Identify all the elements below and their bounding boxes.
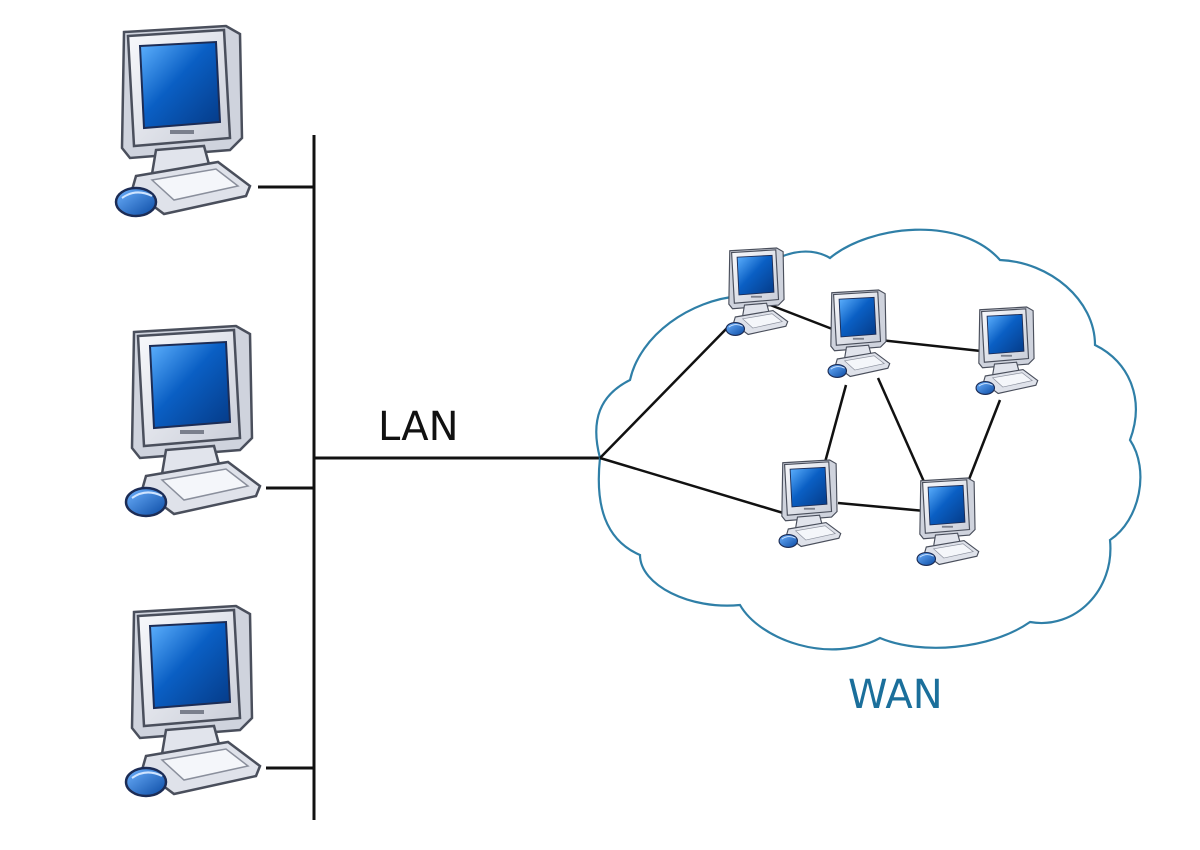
wan-label: WAN — [848, 672, 943, 718]
wan-node-2 — [827, 289, 891, 378]
wan-link — [837, 501, 926, 513]
desktop-computer-icon — [827, 289, 891, 378]
desktop-computer-icon — [778, 459, 842, 548]
wan-node-4 — [778, 459, 842, 548]
lan-computer-3 — [124, 604, 262, 798]
wan-link — [879, 338, 991, 354]
desktop-computer-icon — [916, 477, 980, 566]
desktop-computer-icon — [725, 247, 789, 336]
lan-computer-2 — [124, 324, 262, 518]
wan-entry-link-lower — [599, 456, 791, 517]
wan-link — [876, 377, 927, 485]
desktop-computer-icon — [114, 24, 252, 218]
desktop-computer-icon — [975, 306, 1039, 395]
wan-entry-link-upper — [599, 324, 731, 459]
wan-link — [822, 384, 848, 467]
wan-node-1 — [725, 247, 789, 336]
wan-node-3 — [975, 306, 1039, 395]
wan-link — [966, 399, 1002, 483]
lan-segment — [258, 135, 600, 820]
wan-link — [764, 301, 841, 334]
lan-computer-1 — [114, 24, 252, 218]
wan-node-5 — [916, 477, 980, 566]
desktop-computer-icon — [124, 604, 262, 798]
wan-links — [599, 301, 1002, 517]
lan-label: LAN — [378, 404, 459, 450]
desktop-computer-icon — [124, 324, 262, 518]
